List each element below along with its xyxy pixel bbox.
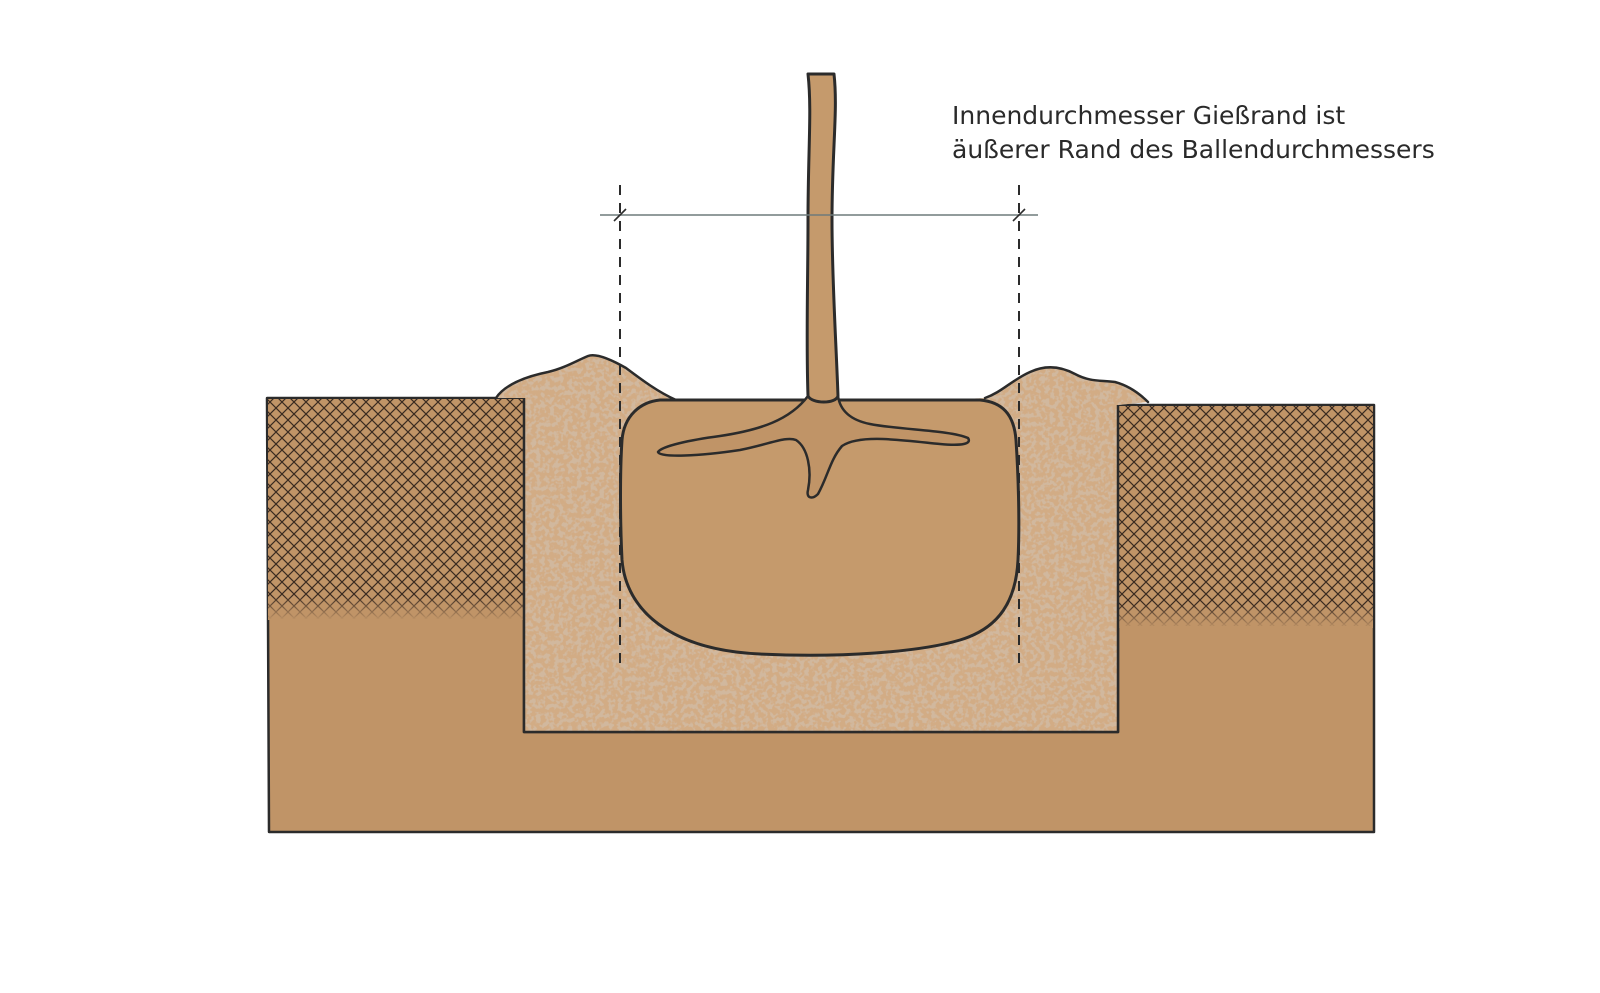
roots	[656, 394, 971, 499]
dimension-tick-left	[613, 208, 627, 222]
topsoil-right	[1119, 406, 1373, 626]
annotation-line-2: äußerer Rand des Ballendurchmessers	[952, 135, 1435, 164]
annotation-line-1: Innendurchmesser Gießrand ist	[952, 101, 1345, 130]
topsoil-left	[268, 399, 523, 619]
topsoil-left-fade	[268, 596, 523, 620]
tree-trunk	[805, 72, 840, 404]
topsoil-right-fade	[1119, 604, 1373, 628]
backfill-mound-outline	[494, 354, 1150, 404]
pit-outline	[522, 398, 1120, 734]
dimension-tick-right	[1012, 208, 1026, 222]
